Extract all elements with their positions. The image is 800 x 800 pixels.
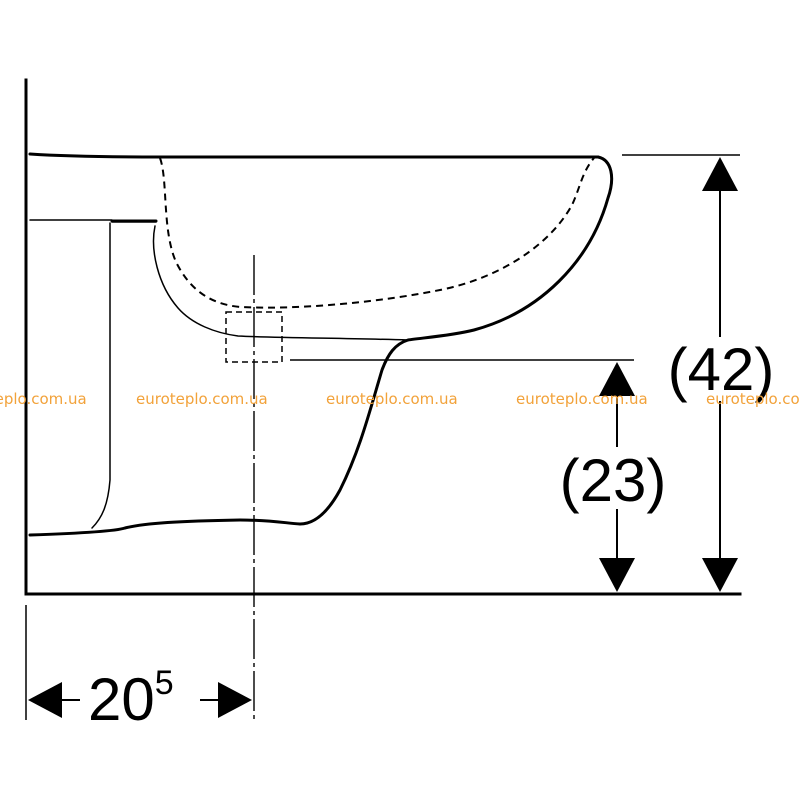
dim-23-label: (23) [560,447,667,514]
front-bowl-outline [28,155,614,537]
watermark-row: euroteplo.com.ua euroteplo.com.ua eurote… [0,390,800,408]
watermark-text: euroteplo.com.ua [136,390,268,408]
dimension-outlet-height: (23) [552,362,674,592]
watermark-text: euroteplo.com.ua [0,390,87,408]
watermark-text: euroteplo.com.ua [326,390,458,408]
inner-bowl-hidden [159,157,595,363]
dimension-total-height: (42) [664,157,780,592]
watermark-text: euroteplo.com.ua [706,390,800,408]
dim-23-label-bg [552,447,674,509]
dim-23-arrow-bottom [599,558,635,592]
dim-42-label-bg [664,337,780,401]
dim-205-arrow-left [28,682,62,718]
inner-bowl-dashed [159,157,595,309]
dim-205-arrow-right [218,682,252,718]
dim-42-label: (42) [668,336,775,403]
extension-lines [25,154,740,720]
dimension-outlet-distance: 205 [28,664,252,733]
bidet-body [28,152,614,537]
dim-23-arrow-top [599,362,635,396]
rear-support-line [91,222,111,529]
rear-bowl-outline [152,225,409,341]
rim-top-line [28,152,600,159]
dim-42-arrow-top [702,157,738,191]
watermark-text: euroteplo.com.ua [516,390,648,408]
dim-42-arrow-bottom [702,558,738,592]
dim-205-base: 20 [88,666,155,733]
dim-205-label: 205 [88,664,174,733]
dim-205-superscript: 5 [155,664,174,702]
wall-and-floor [24,78,742,596]
